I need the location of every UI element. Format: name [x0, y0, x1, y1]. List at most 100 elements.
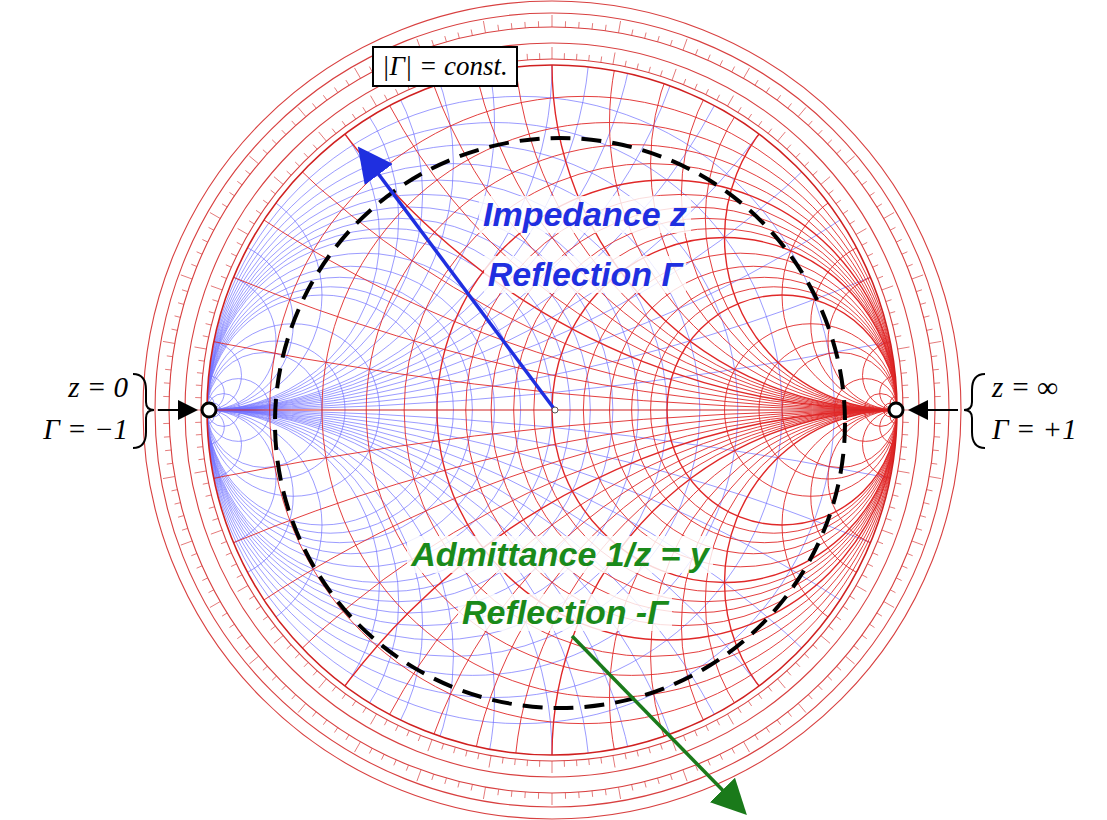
susceptance-arc — [0, 410, 1107, 820]
scale-tick — [920, 303, 926, 305]
scale-tick — [748, 114, 751, 119]
scale-tick — [836, 616, 841, 620]
scale-tick — [175, 316, 181, 317]
scale-tick — [600, 758, 602, 764]
scale-tick — [804, 654, 808, 658]
gamma-label: Γ = −1 — [43, 414, 128, 446]
scale-tick — [893, 495, 899, 496]
scale-tick — [514, 759, 516, 765]
scale-tick — [256, 606, 261, 609]
scale-tick — [222, 613, 227, 616]
scale-tick — [755, 735, 758, 740]
scale-tick — [203, 336, 209, 337]
scale-tick — [334, 728, 337, 733]
scale-tick — [931, 463, 937, 465]
scale-tick — [850, 221, 855, 224]
scale-tick — [417, 770, 421, 781]
scale-tick — [271, 190, 276, 194]
scale-tick — [683, 79, 685, 85]
scale-ring — [143, 1, 961, 819]
scale-tick — [829, 626, 834, 630]
scale-tick — [788, 712, 792, 717]
scale-tick — [191, 553, 197, 555]
scale-tick — [708, 760, 710, 765]
scale-tick — [808, 121, 812, 125]
scale-ring — [169, 27, 935, 793]
scale-tick — [552, 793, 553, 805]
scale-tick — [796, 153, 800, 157]
scale-tick — [884, 213, 894, 219]
scale-tick — [619, 21, 621, 33]
scale-tick — [237, 635, 242, 639]
scale-tick — [768, 687, 772, 692]
scale-tick — [295, 162, 299, 166]
scale-tick — [632, 785, 633, 791]
scale-tick — [605, 25, 607, 31]
scale-tick — [164, 436, 170, 437]
scale-tick — [706, 725, 709, 730]
scale-tick — [873, 553, 878, 555]
scale-tick — [873, 265, 878, 267]
scale-tick — [924, 316, 930, 317]
scale-tick — [313, 103, 317, 108]
scale-tick — [274, 636, 283, 644]
scale-tick — [927, 329, 933, 330]
scale-tick — [195, 471, 207, 473]
susceptance-arc — [35, 410, 380, 755]
scale-tick — [828, 676, 832, 680]
scale-tick — [282, 130, 286, 134]
scale-tick — [271, 626, 276, 630]
scale-tick — [564, 53, 565, 59]
scale-tick — [466, 751, 467, 757]
scale-tick — [263, 150, 267, 154]
scale-tick — [895, 483, 901, 484]
scale-tick — [212, 518, 218, 520]
scale-tick — [903, 397, 909, 398]
scale-tick — [933, 369, 939, 371]
scale-tick — [263, 200, 268, 204]
scale-tick — [788, 103, 792, 108]
scale-tick — [895, 336, 901, 337]
scale-tick — [683, 39, 687, 50]
scale-tick — [728, 714, 734, 724]
scale-tick — [298, 703, 306, 712]
scale-tick — [369, 748, 372, 753]
reflection-label: Reflection -Γ — [458, 594, 672, 631]
scale-tick — [292, 695, 296, 699]
scale-tick — [588, 759, 590, 765]
scale-tick — [209, 590, 214, 593]
reactance-arc — [0, 0, 1107, 410]
scale-tick — [931, 355, 937, 357]
scale-tick — [497, 25, 499, 31]
scale-tick — [927, 490, 933, 491]
scale-tick — [877, 541, 883, 543]
susceptance-arc — [15, 27, 398, 410]
scale-tick — [912, 541, 923, 545]
scale-tick — [738, 107, 741, 112]
scale-tick — [181, 275, 192, 279]
scale-tick — [717, 720, 720, 725]
center-point — [552, 407, 558, 413]
susceptance-arc — [0, 0, 1107, 410]
scale-tick — [396, 89, 399, 94]
scale-tick — [237, 575, 242, 578]
scale-tick — [363, 107, 366, 112]
scale-tick — [565, 21, 566, 27]
scale-tick — [195, 347, 207, 349]
scale-tick — [163, 423, 169, 424]
scale-tick — [352, 701, 355, 706]
scale-tick — [211, 530, 222, 534]
scale-tick — [625, 753, 626, 759]
scale-tick — [907, 553, 913, 555]
scale-tick — [221, 276, 227, 278]
scale-tick — [334, 88, 337, 93]
scale-tick — [902, 385, 908, 386]
scale-tick — [196, 385, 202, 386]
reactance-arc — [35, 410, 1107, 820]
scale-tick — [900, 360, 906, 362]
scale-tick — [212, 300, 218, 302]
scale-tick — [471, 30, 472, 36]
scale-tick — [645, 782, 646, 788]
scale-ring — [155, 13, 949, 807]
scale-tick — [181, 541, 192, 545]
